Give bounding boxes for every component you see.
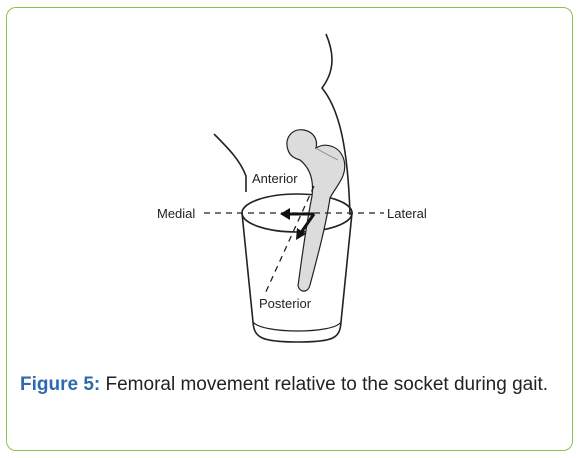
anterior-posterior-axis bbox=[263, 185, 315, 297]
posterior-arrow bbox=[298, 213, 316, 235]
socket-bottom bbox=[252, 321, 342, 332]
label-lateral: Lateral bbox=[387, 206, 427, 221]
socket-outline bbox=[241, 212, 353, 343]
thigh-outline bbox=[320, 33, 351, 216]
caption-label: Figure 5: bbox=[20, 374, 101, 395]
femur-bone bbox=[286, 129, 346, 292]
figure-frame bbox=[6, 7, 573, 451]
label-medial: Medial bbox=[157, 206, 195, 221]
buttock-outline bbox=[213, 133, 247, 192]
medial-arrow-head bbox=[280, 208, 290, 220]
posterior-arrow-head bbox=[296, 228, 306, 240]
label-posterior: Posterior bbox=[259, 296, 312, 311]
figure-caption: Figure 5: Femoral movement relative to t… bbox=[20, 372, 550, 397]
caption-text: Femoral movement relative to the socket … bbox=[100, 374, 549, 395]
femur-neck-detail bbox=[315, 147, 339, 161]
label-anterior: Anterior bbox=[252, 171, 298, 186]
